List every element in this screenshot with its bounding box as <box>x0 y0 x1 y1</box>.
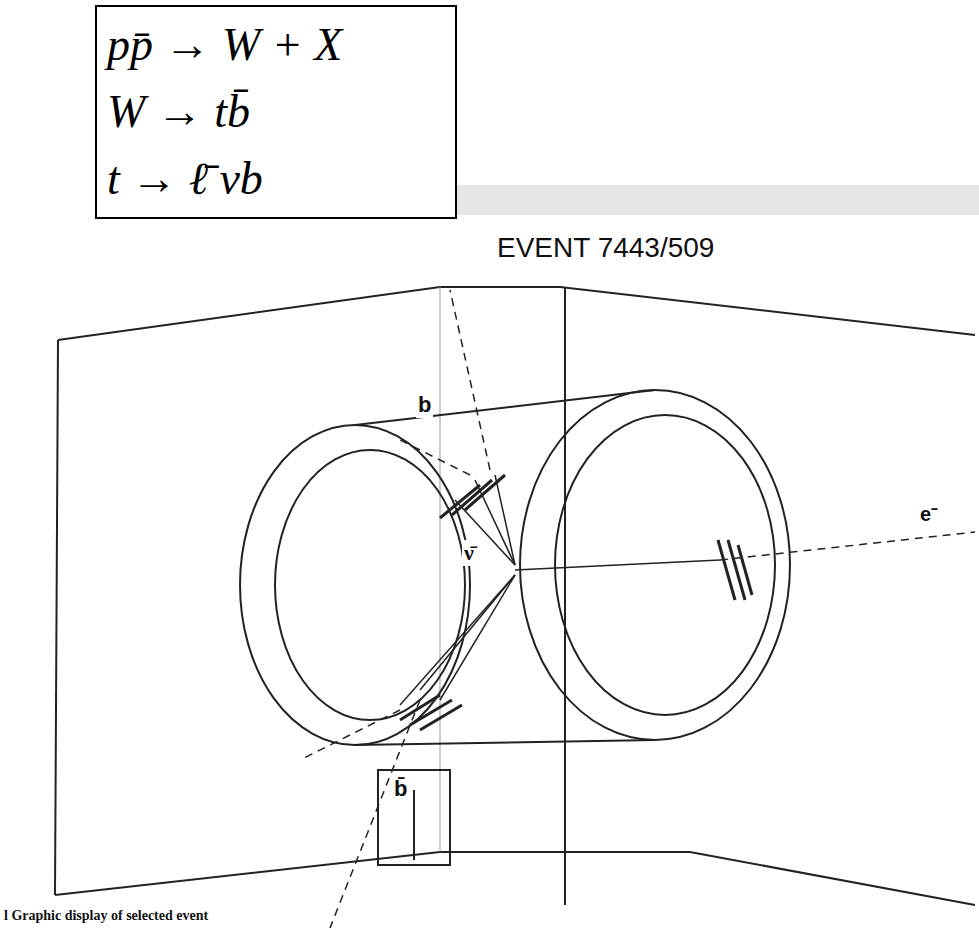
box-edge <box>58 287 975 340</box>
particle-label: b <box>416 392 433 418</box>
track <box>420 575 515 690</box>
figure-caption: l Graphic display of selected event <box>4 908 208 924</box>
cylinder-end <box>555 415 775 715</box>
reaction-formula: pp̄ → W + X <box>107 17 445 72</box>
cylinder-end <box>520 390 790 740</box>
cylinder-end <box>240 425 470 745</box>
track <box>455 500 515 565</box>
energy-deposit <box>410 700 452 725</box>
track <box>495 475 515 565</box>
jet-axis <box>450 290 490 470</box>
box-edge <box>440 287 441 852</box>
track <box>515 560 720 570</box>
track <box>440 575 515 700</box>
box-edge <box>55 852 975 905</box>
energy-deposit <box>465 475 505 510</box>
reaction-formula: t → ℓ̄ νb <box>107 151 445 206</box>
jet-axis <box>330 700 420 928</box>
jet-axis <box>300 710 400 760</box>
box-edge <box>564 287 566 905</box>
calorimeter-cell <box>378 770 450 865</box>
energy-deposit <box>718 540 735 600</box>
particle-label: e⁻ <box>918 500 940 527</box>
event-number: EVENT 7443/509 <box>495 232 716 264</box>
box-edge <box>55 340 58 895</box>
cylinder-side <box>355 740 655 745</box>
cylinder-side <box>355 390 655 425</box>
cylinder-end <box>275 450 465 720</box>
energy-deposit <box>738 545 752 595</box>
energy-deposit <box>728 540 745 600</box>
track <box>400 575 515 705</box>
calorimeter-cell <box>413 790 415 860</box>
electron-axis <box>720 532 975 560</box>
jet-axis <box>400 440 470 475</box>
energy-deposit <box>400 695 440 720</box>
energy-deposit <box>420 705 462 730</box>
reaction-formula: W → tb̄ <box>107 84 445 139</box>
track <box>475 480 515 565</box>
energy-deposit <box>452 480 492 515</box>
particle-label: b̄ <box>392 776 409 802</box>
formula-box: pp̄ → W + X W → tb̄ t → ℓ̄ νb <box>95 5 457 219</box>
particle-label: ν̄ <box>462 540 476 566</box>
